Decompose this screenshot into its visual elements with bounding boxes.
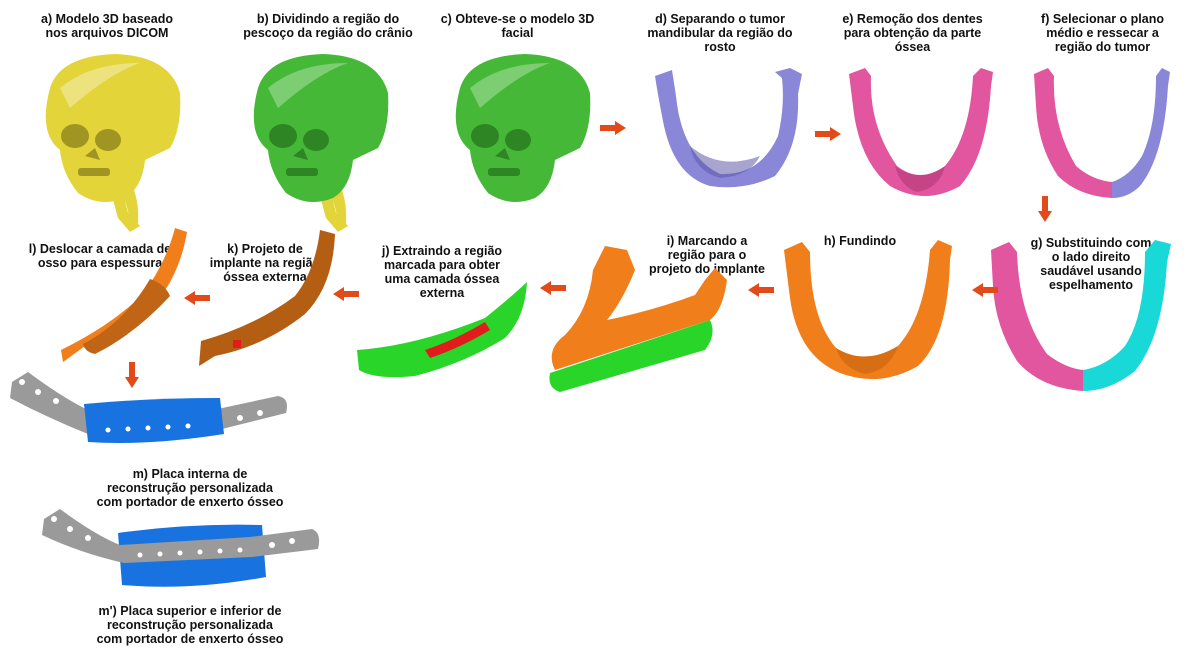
label-step-m: m) Placa interna de reconstrução persona…: [80, 467, 300, 509]
arrow-left-icon: [972, 283, 998, 297]
label-step-a: a) Modelo 3D baseado nos arquivos DICOM: [22, 12, 192, 40]
mandible-bone-e: [845, 66, 995, 201]
mandible-mirrored-g: [985, 236, 1175, 396]
skull-model-a: [30, 48, 190, 233]
arrow-down-icon: [1036, 196, 1054, 222]
mandible-fused-h: [780, 238, 960, 383]
arrow-right-icon: [815, 127, 841, 141]
arrow-right-icon: [600, 121, 626, 135]
label-step-e: e) Remoção dos dentes para obtenção da p…: [830, 12, 995, 54]
skull-model-c: [440, 48, 600, 233]
label-step-f: f) Selecionar o plano médio e ressecar a…: [1020, 12, 1185, 54]
mandible-marked-i: [545, 240, 735, 395]
skull-model-b: [238, 48, 398, 233]
arrow-left-icon: [184, 291, 210, 305]
arrow-left-icon: [333, 287, 359, 301]
arrow-left-icon: [748, 283, 774, 297]
mandible-tumor-d: [650, 66, 810, 191]
label-step-d: d) Separando o tumor mandibular da regiã…: [630, 12, 810, 54]
label-step-b: b) Dividindo a região do pescoço da regi…: [228, 12, 428, 40]
arrow-left-icon: [540, 281, 566, 295]
implant-design-k: [195, 226, 345, 371]
mandible-resected-f: [1030, 66, 1170, 201]
bone-layer-j: [355, 278, 535, 383]
thickened-layer-l: [55, 224, 195, 369]
label-step-c: c) Obteve-se o modelo 3D facial: [430, 12, 605, 40]
label-step-m-prime: m') Placa superior e inferior de reconst…: [60, 604, 320, 646]
plate-upper-lower-m-prime: [40, 505, 325, 595]
plate-internal-m: [8, 368, 288, 460]
arrow-down-icon: [123, 362, 141, 388]
